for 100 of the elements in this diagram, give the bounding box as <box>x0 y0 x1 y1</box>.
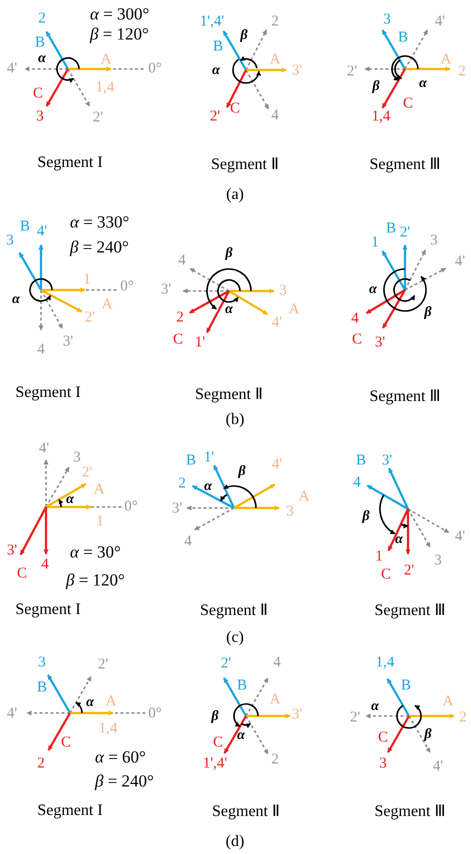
phasor-label: 3' <box>62 334 74 350</box>
angle-equation: β = 120° <box>66 572 125 588</box>
angle-symbol: α <box>86 696 94 710</box>
phasor-label: 3 <box>383 12 391 28</box>
phasor-label: 4 <box>271 108 279 124</box>
phasor-label: 4 <box>351 312 359 326</box>
angle-symbol: α <box>12 293 20 307</box>
phasor-label: 2' <box>350 710 360 726</box>
phasor-label: 3 <box>73 450 81 466</box>
phasor-label: 1',4' <box>202 756 228 772</box>
phasor-label: 3 <box>279 284 287 298</box>
phasor-label: 2 <box>271 752 279 768</box>
angle-symbol: β <box>424 728 432 742</box>
angle-symbol: α <box>237 729 245 743</box>
angle-symbol: β <box>211 710 219 724</box>
phasor-label: 3' <box>374 336 386 350</box>
phasor-label: A <box>440 52 452 68</box>
phasor-label: A <box>270 692 280 708</box>
phasor-label: 3 <box>6 234 14 248</box>
phasor-label: B <box>186 454 196 468</box>
phasor-label: C <box>230 102 240 116</box>
phasor-label: A <box>288 302 300 318</box>
phasor-label: 4' <box>6 62 18 76</box>
phasor-label: 1,4 <box>372 110 390 124</box>
phasor-label: 2' <box>346 64 358 80</box>
phasor-label: C <box>381 568 391 582</box>
segment-title: Segment Ⅲ <box>370 157 440 173</box>
phasor-label: 0° <box>120 280 134 294</box>
phasor-label: 0° <box>124 500 138 514</box>
phasor-label: 1,4 <box>376 656 394 670</box>
segment-title: Segment I <box>37 803 103 819</box>
phasor-label: 2 <box>271 14 279 30</box>
angle-equation: α = 30° <box>70 544 121 560</box>
phasor-label: B <box>356 454 366 468</box>
angle-equation: α = 60° <box>95 748 146 766</box>
phasor-label: A <box>94 482 104 498</box>
phasor-label: 2 <box>38 12 46 26</box>
segment-title: Segment I <box>15 385 81 401</box>
angle-symbol: β <box>225 247 233 261</box>
phasor-label: A <box>102 298 112 312</box>
phasor-label: C <box>17 566 27 582</box>
angle-symbol: β <box>372 80 380 94</box>
phasor-label: A <box>100 52 112 68</box>
phasor-label: 3 <box>286 504 294 520</box>
phasor-label: 1 <box>371 236 379 250</box>
phasor-label: 2' <box>82 466 92 480</box>
angle-symbol: β <box>424 306 432 320</box>
phasor-label: 3' <box>382 454 392 468</box>
phasor-label: 4' <box>432 760 444 774</box>
phasor-label: 2' <box>92 110 104 126</box>
phasor-label: 1 <box>83 272 91 288</box>
subfigure-label: (b) <box>226 412 244 428</box>
phasor-label: 4' <box>454 254 466 270</box>
phasor-label: C <box>352 332 362 348</box>
phasor-label: 3 <box>430 234 438 248</box>
phasor-label: B <box>401 678 411 694</box>
phasor-label: 2 <box>37 756 45 772</box>
phasor-label: 2 <box>458 64 466 80</box>
phasor-label: 2' <box>210 110 220 124</box>
phasor-label: B <box>37 680 47 696</box>
phasor-label: 4' <box>36 224 48 240</box>
phasor-label: 3' <box>292 708 302 722</box>
segment-title: Segment Ⅱ <box>211 157 279 173</box>
angle-symbol: β <box>238 465 246 479</box>
phasor-label: 4' <box>272 458 282 472</box>
phasor-label: 1' <box>194 336 206 350</box>
phasor-label: 3 <box>379 756 387 772</box>
phasor-label: A <box>298 490 310 504</box>
phasor-label: 2' <box>404 564 414 578</box>
phasor-label: C <box>403 96 413 112</box>
angle-symbol: α <box>395 533 403 547</box>
phasor-label: 3 <box>38 656 46 670</box>
segment-title: Segment Ⅲ <box>374 603 446 619</box>
phasor-label: B <box>20 220 30 234</box>
subfigure-label: (a) <box>226 187 244 203</box>
angle-symbol: α <box>371 700 379 714</box>
phasor-label: B <box>386 222 396 236</box>
subfigure-label: (c) <box>226 630 244 646</box>
phasor-label: 4 <box>353 476 361 490</box>
phasor-label: B <box>213 40 223 54</box>
phasor-label: A <box>270 52 280 68</box>
angle-symbol: α <box>225 303 233 317</box>
phasor-label: 1,4 <box>96 80 114 96</box>
phasor-label: 1' <box>204 450 214 466</box>
phasor-label: A <box>106 694 116 710</box>
phasor-label: 3' <box>172 502 182 516</box>
phasor-label: 4' <box>272 316 282 330</box>
phasor-label: C <box>378 730 388 746</box>
angle-equation: β = 120° <box>90 26 149 42</box>
phasor-label: 1 <box>375 550 383 564</box>
phasor-label: B <box>237 678 247 694</box>
phasor-label: C <box>61 736 71 750</box>
angle-symbol: α <box>38 52 46 66</box>
phasor-label: 4 <box>178 254 186 268</box>
phasor-label: 4' <box>38 442 50 456</box>
phasor-label: 2' <box>84 310 96 326</box>
angle-symbol: α <box>204 480 212 494</box>
phasor-label: 3' <box>6 544 18 558</box>
phasor-label: 4 <box>184 534 192 550</box>
angle-symbol: α <box>66 493 74 507</box>
